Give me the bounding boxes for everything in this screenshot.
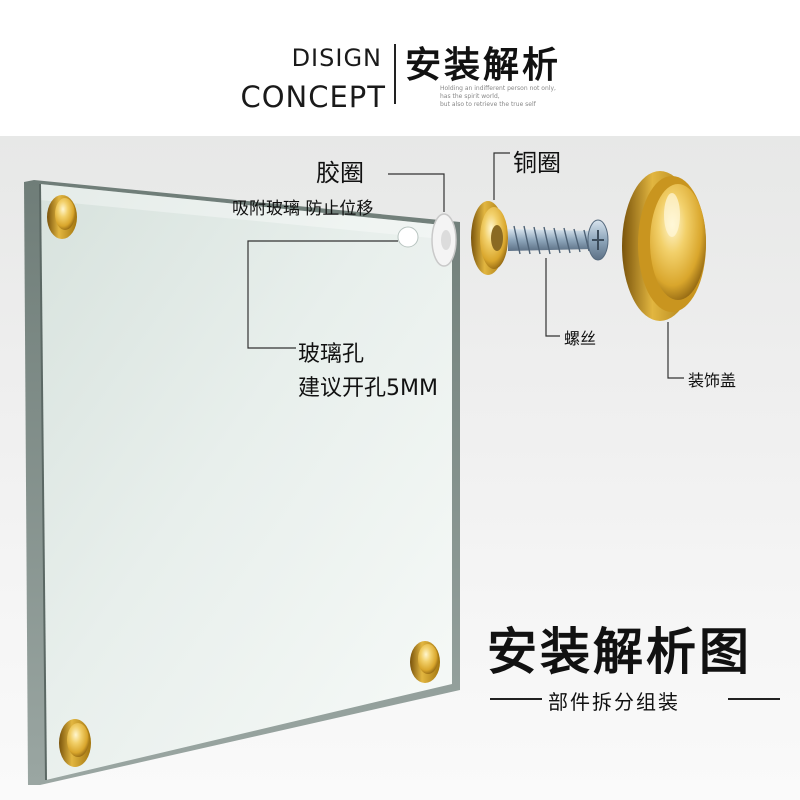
copper-ring-part <box>471 201 508 275</box>
label-rubber-ring: 胶圈 <box>316 159 364 187</box>
footer-dash-right <box>728 698 780 700</box>
label-screw: 螺丝 <box>564 329 597 348</box>
header-subtext-2: has the spirit world, <box>440 93 500 100</box>
label-rubber-ring-desc: 吸附玻璃 防止位移 <box>232 199 374 219</box>
footer-dash-left <box>490 698 542 700</box>
header-title: 安装解析 <box>405 45 562 86</box>
glass-hole <box>397 226 419 248</box>
leader-screw <box>545 258 560 337</box>
label-glass-hole: 玻璃孔 <box>298 342 365 367</box>
standoff-top-left <box>47 195 77 239</box>
decorative-cap-part <box>622 171 706 321</box>
leader-rubber-ring <box>388 173 445 212</box>
header-subtext-1: Holding an indifferent person not only, <box>440 85 556 92</box>
leader-glass-hole <box>247 240 398 349</box>
glass-panel <box>24 180 460 785</box>
label-copper-ring: 铜圈 <box>513 149 561 177</box>
standoff-bottom-left <box>59 719 91 767</box>
leader-lines <box>247 152 684 379</box>
label-cap: 装饰盖 <box>688 371 737 390</box>
footer-subtitle: 部件拆分组装 <box>548 690 680 714</box>
footer-title: 安装解析图 <box>487 623 752 681</box>
leader-copper-ring <box>493 152 510 200</box>
header-subtext-3: but also to retrieve the true self <box>440 101 536 108</box>
header-divider <box>394 44 396 104</box>
leader-cap <box>667 322 684 379</box>
label-glass-hole-desc: 建议开孔5MM <box>298 376 438 401</box>
header-en-design: DISIGN <box>291 44 382 72</box>
standoff-bottom-right <box>410 641 440 683</box>
screw-part <box>508 219 609 261</box>
rubber-ring-part <box>431 213 457 267</box>
header-band <box>0 0 800 136</box>
header-en-concept: CONCEPT <box>240 80 386 114</box>
